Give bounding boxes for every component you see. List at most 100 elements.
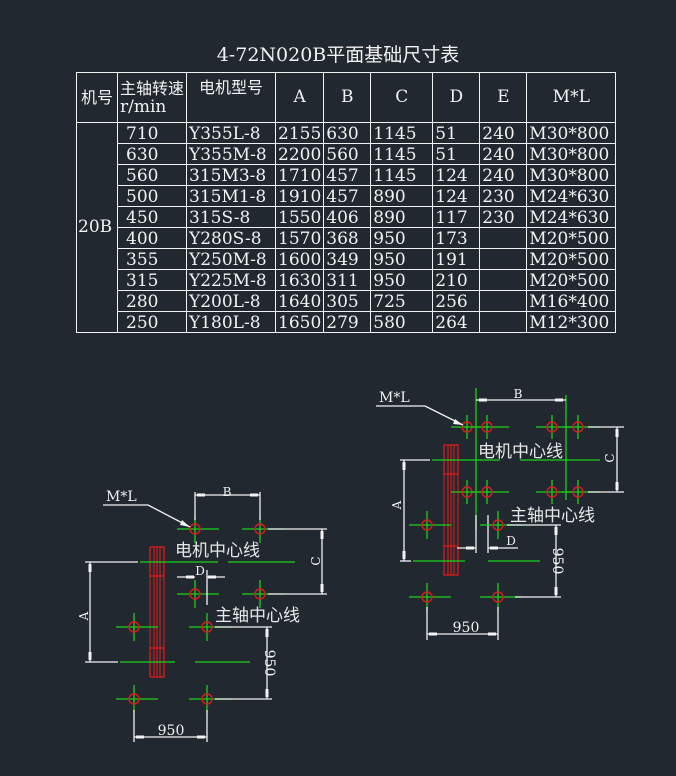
cell-c: 890 xyxy=(370,206,434,228)
bolt-hole-icon xyxy=(189,523,201,535)
cell-e: 230 xyxy=(479,206,528,228)
cell-d: 117 xyxy=(432,206,481,228)
motor-centerline-label: 电机中心线 xyxy=(478,442,563,462)
bolt-hole-icon xyxy=(201,621,213,633)
shaft-centerline-label: 主轴中心线 xyxy=(215,606,300,626)
header-speed-unit: r/min xyxy=(120,96,167,117)
cell-motor: Y180L-8 xyxy=(186,311,277,333)
cell-model: 20B xyxy=(76,122,118,333)
cell-ml: M20*500 xyxy=(526,227,617,249)
dim-arrow xyxy=(479,398,487,402)
anchor-bolt xyxy=(409,583,451,611)
dim-arrow xyxy=(197,493,205,497)
bolt-hole-icon xyxy=(421,591,433,603)
dim-arrow xyxy=(320,531,324,539)
dim-D-label: D xyxy=(195,564,205,578)
cell-motor: Y355L-8 xyxy=(186,122,277,144)
motor-shaft-body xyxy=(149,546,165,678)
cell-ml: M24*630 xyxy=(526,185,617,207)
cell-b: 630 xyxy=(323,122,372,144)
anchor-bolt xyxy=(471,415,509,439)
dim-950-vertical-label: 950 xyxy=(261,650,277,677)
header-motor: 电机型号 xyxy=(186,72,277,123)
cell-c: 950 xyxy=(370,269,434,291)
leader-arrow-icon xyxy=(453,419,463,425)
cell-b: 560 xyxy=(323,143,372,165)
cell-e: 240 xyxy=(479,164,528,186)
cell-c: 725 xyxy=(370,290,434,312)
cell-motor: Y200L-8 xyxy=(186,290,277,312)
cell-d: 210 xyxy=(432,269,481,291)
header-D: D xyxy=(432,72,481,123)
dim-A-label: A xyxy=(390,500,404,510)
cell-e: 230 xyxy=(479,185,528,207)
header-C: C xyxy=(370,72,434,123)
dim-arrow xyxy=(466,546,474,550)
dim-arrow xyxy=(136,735,144,739)
dim-arrow xyxy=(554,587,558,595)
dim-arrow xyxy=(197,735,205,739)
dim-arrow xyxy=(429,632,437,636)
bolt-hole-icon xyxy=(546,421,558,433)
bolt-hole-icon xyxy=(189,588,201,600)
cell-d: 191 xyxy=(432,248,481,270)
anchor-bolt xyxy=(471,480,509,504)
cell-d: 256 xyxy=(432,290,481,312)
cell-d: 173 xyxy=(432,227,481,249)
header-motor-label: 电机型号 xyxy=(199,78,264,97)
bolt-hole-icon xyxy=(201,693,213,705)
anchor-bolt xyxy=(116,613,158,641)
leader-arrow-icon xyxy=(180,520,190,527)
cell-speed: 560 xyxy=(116,164,188,186)
dim-950-vertical-label: 950 xyxy=(549,548,565,575)
dim-arrow xyxy=(615,429,619,437)
cell-motor: 315M1-8 xyxy=(186,185,277,207)
dim-arrow xyxy=(615,482,619,490)
dim-arrow xyxy=(490,546,498,550)
bolt-hole-icon xyxy=(421,519,433,531)
bolt-hole-icon xyxy=(128,621,140,633)
bolt-hole-icon xyxy=(254,588,266,600)
cell-a: 1600 xyxy=(275,248,325,270)
bolt-hole-icon xyxy=(481,486,493,498)
cell-b: 279 xyxy=(323,311,372,333)
cell-a: 1640 xyxy=(275,290,325,312)
cell-a: 1650 xyxy=(275,311,325,333)
cell-b: 349 xyxy=(323,248,372,270)
cell-c: 1145 xyxy=(370,164,434,186)
table-header-row: 机号 主轴转速 r/min 电机型号 A B C D E M*L xyxy=(76,72,617,123)
dim-arrow xyxy=(554,527,558,535)
bolt-label: M*L xyxy=(106,489,137,505)
motor-shaft-body xyxy=(443,444,459,576)
dim-A-label: A xyxy=(77,611,91,621)
cell-ml: M16*400 xyxy=(526,290,617,312)
bolt-hole-icon xyxy=(492,591,504,603)
cell-a: 1710 xyxy=(275,164,325,186)
cell-d: 264 xyxy=(432,311,481,333)
bolt-hole-icon xyxy=(546,486,558,498)
bolt-hole-icon xyxy=(128,693,140,705)
header-model-label: 机号 xyxy=(80,88,113,107)
dim-arrow xyxy=(88,652,92,660)
anchor-bolt xyxy=(177,580,219,608)
dim-D-label: D xyxy=(506,534,516,548)
shaft-centerline-label: 主轴中心线 xyxy=(510,506,595,526)
cell-a: 2155 xyxy=(275,122,325,144)
bolt-label: M*L xyxy=(379,390,410,406)
cell-ml: M30*800 xyxy=(526,164,617,186)
cell-b: 368 xyxy=(323,227,372,249)
cell-speed: 280 xyxy=(116,290,188,312)
cell-c: 890 xyxy=(370,185,434,207)
anchor-bolt xyxy=(409,511,451,539)
dim-arrow xyxy=(402,462,406,470)
cell-ml: M30*800 xyxy=(526,122,617,144)
cell-ml: M30*800 xyxy=(526,143,617,165)
header-speed-cn: 主轴转速 xyxy=(120,78,185,98)
